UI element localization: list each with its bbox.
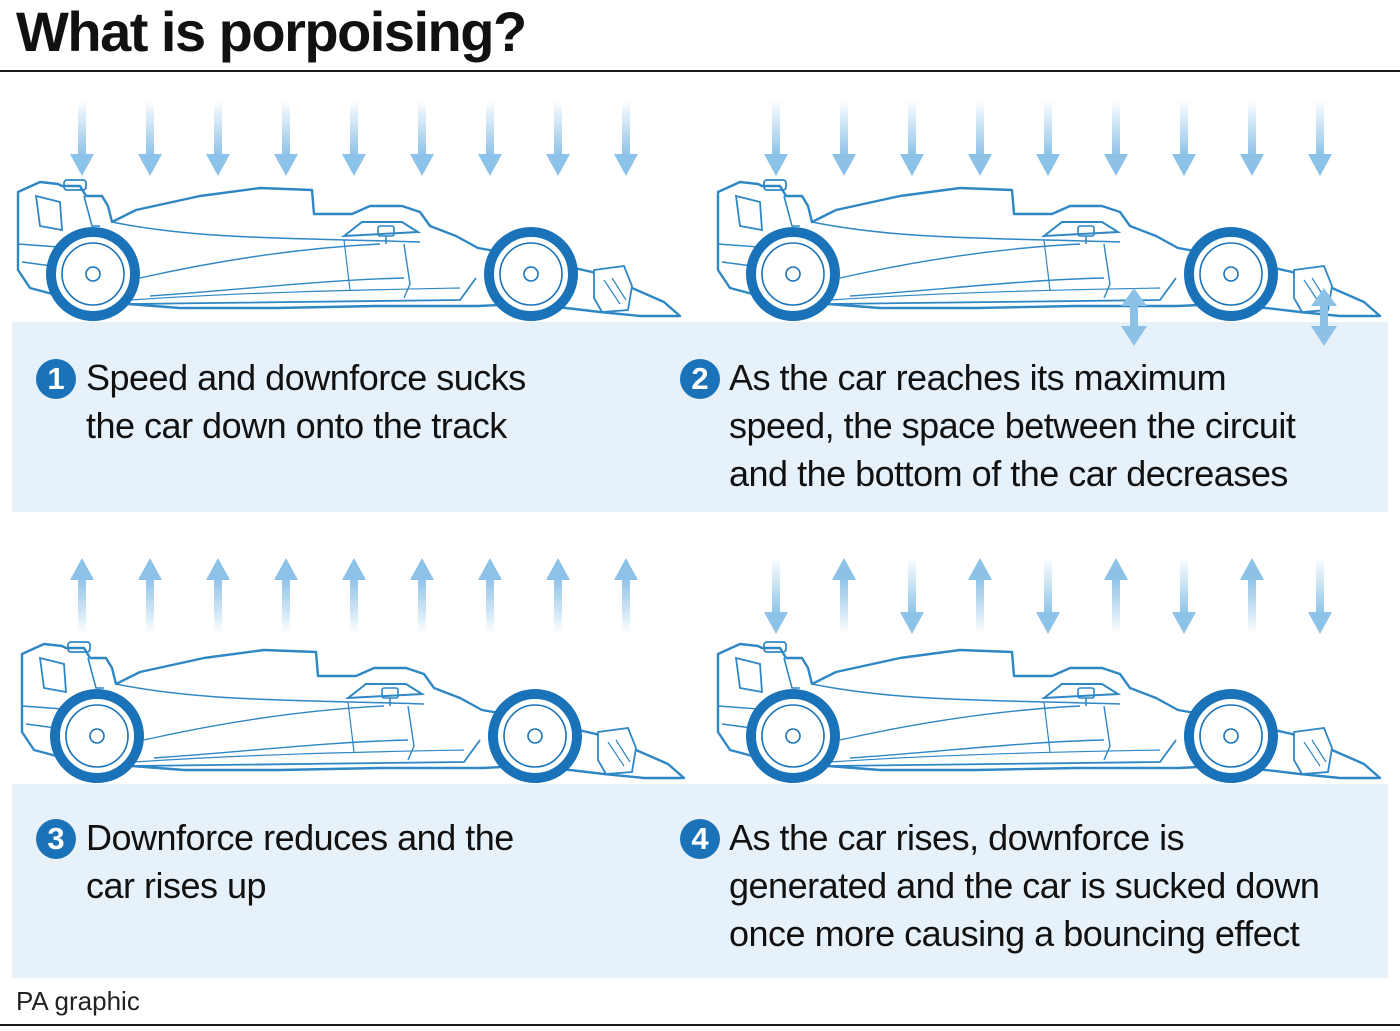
step-4-line-3: once more causing a bouncing effect [729,913,1300,954]
step-2-caption: As the car reaches its maximum speed, th… [729,354,1296,498]
source-credit: PA graphic [16,986,140,1016]
step-1-badge: 1 [36,359,76,399]
airflow-arrow-down [832,100,856,176]
step-4-line-1: As the car rises, downforce is [729,817,1185,858]
airflow-arrow-up [70,558,94,634]
car-panel-1 [18,180,680,316]
airflow-arrow-up [138,558,162,634]
airflow-arrow-down [206,100,230,176]
step-1-line-2: the car down onto the track [86,405,507,446]
bottom-divider [0,1024,1400,1026]
airflow-arrow-up [614,558,638,634]
airflow-arrow-down [764,100,788,176]
car-panel-2 [718,180,1380,316]
airflow-arrow-up [206,558,230,634]
step-3-line-2: car rises up [86,865,267,906]
car-panel-4 [718,642,1380,778]
airflow-arrow-down [1172,558,1196,634]
step-4-caption: As the car rises, downforce is generated… [729,814,1320,958]
panel-1-background [12,322,702,512]
step-3-badge: 3 [36,819,76,859]
airflow-arrow-down [70,100,94,176]
airflow-arrow-down [274,100,298,176]
airflow-arrow-down [614,100,638,176]
step-2-line-1: As the car reaches its maximum [729,357,1227,398]
step-2-badge: 2 [680,359,720,399]
step-4-line-2: generated and the car is sucked down [729,865,1320,906]
airflow-arrow-up [342,558,366,634]
airflow-arrow-up [410,558,434,634]
airflow-arrow-down [1308,100,1332,176]
airflow-arrow-down [1308,558,1332,634]
ground-gap-arrows [1121,288,1337,346]
step-2-line-2: speed, the space between the circuit [729,405,1296,446]
airflow-arrow-down [342,100,366,176]
airflow-arrow-down [1036,558,1060,634]
step-2-line-3: and the bottom of the car decreases [729,453,1288,494]
airflow-arrow-down [546,100,570,176]
airflow-arrow-up [832,558,856,634]
step-1-line-1: Speed and downforce sucks [86,357,526,398]
airflow-arrow-up [1240,558,1264,634]
airflow-arrow-up [274,558,298,634]
airflow-arrow-down [1172,100,1196,176]
airflow-arrow-down [1036,100,1060,176]
airflow-arrow-down [900,558,924,634]
airflow-arrow-down [478,100,502,176]
title-divider [0,70,1400,72]
page-title: What is porpoising? [16,0,527,63]
airflow-arrow-down [1240,100,1264,176]
airflow-arrow-down [764,558,788,634]
step-3-caption: Downforce reduces and the car rises up [86,814,514,910]
step-4-badge: 4 [680,819,720,859]
panel-2-background [702,322,1388,512]
airflow-arrows [70,100,1332,634]
airflow-arrow-down [138,100,162,176]
step-3-line-1: Downforce reduces and the [86,817,514,858]
panel-3-background [12,784,702,978]
panel-4-background [702,784,1388,978]
airflow-arrow-down [410,100,434,176]
airflow-arrow-up [1104,558,1128,634]
airflow-arrow-up [546,558,570,634]
step-1-caption: Speed and downforce sucks the car down o… [86,354,526,450]
airflow-arrow-up [478,558,502,634]
airflow-arrow-down [968,100,992,176]
airflow-arrow-down [900,100,924,176]
airflow-arrow-up [968,558,992,634]
ground-gap-arrow [1311,288,1337,346]
car-panel-3 [22,642,684,778]
ground-gap-arrow [1121,288,1147,346]
airflow-arrow-down [1104,100,1128,176]
